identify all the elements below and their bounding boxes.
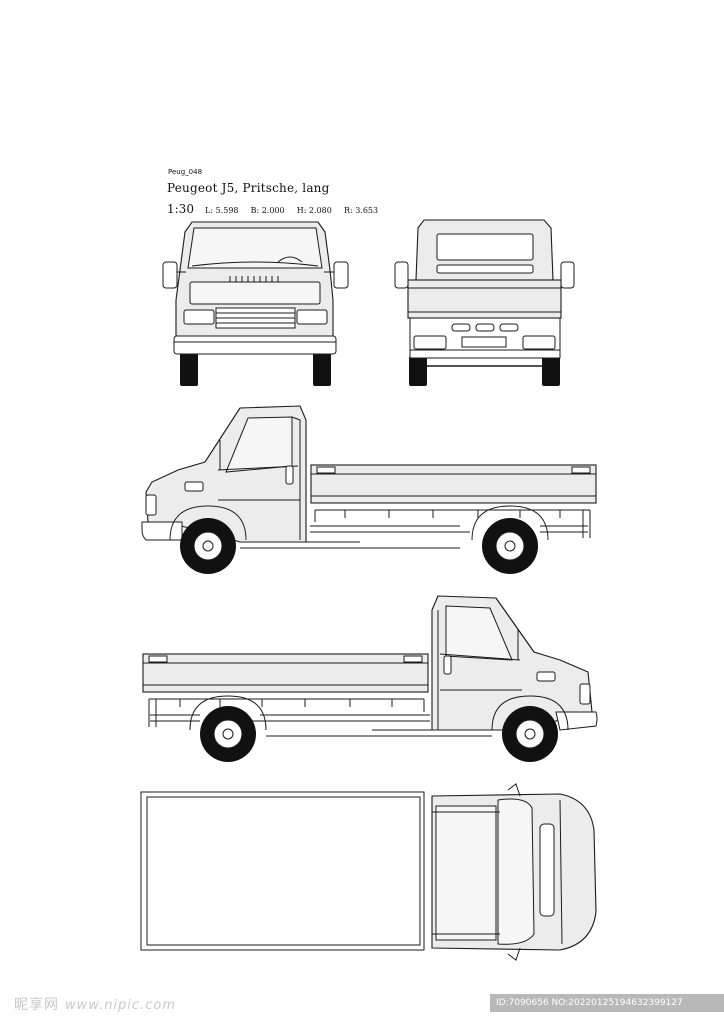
watermark-brand: 昵享网 bbox=[14, 997, 59, 1013]
left-side-view bbox=[141, 405, 597, 574]
right-side-view bbox=[142, 595, 598, 762]
scale-label: 1:30 bbox=[167, 202, 194, 216]
width-dimension: B: 2.000 bbox=[250, 206, 285, 215]
height-dimension: H: 2.080 bbox=[296, 206, 332, 215]
rear-view bbox=[394, 219, 575, 386]
front-view bbox=[162, 221, 349, 386]
drawing-code: Peug_048 bbox=[168, 168, 203, 176]
length-dimension: L: 5.598 bbox=[205, 206, 239, 215]
turning-radius-dimension: R: 3.653 bbox=[343, 206, 379, 215]
image-id-bar: ID:7090656 NO:20220125194632399127 bbox=[490, 994, 724, 1012]
drawing-title: Peugeot J5, Pritsche, lang bbox=[167, 181, 330, 195]
top-view bbox=[140, 783, 597, 961]
watermark: 昵享网 www.nipic.com bbox=[14, 994, 176, 1014]
dimension-row: 1:30 L: 5.598 B: 2.000 H: 2.080 R: 3.653 bbox=[167, 198, 385, 217]
watermark-site: www.nipic.com bbox=[65, 998, 176, 1013]
